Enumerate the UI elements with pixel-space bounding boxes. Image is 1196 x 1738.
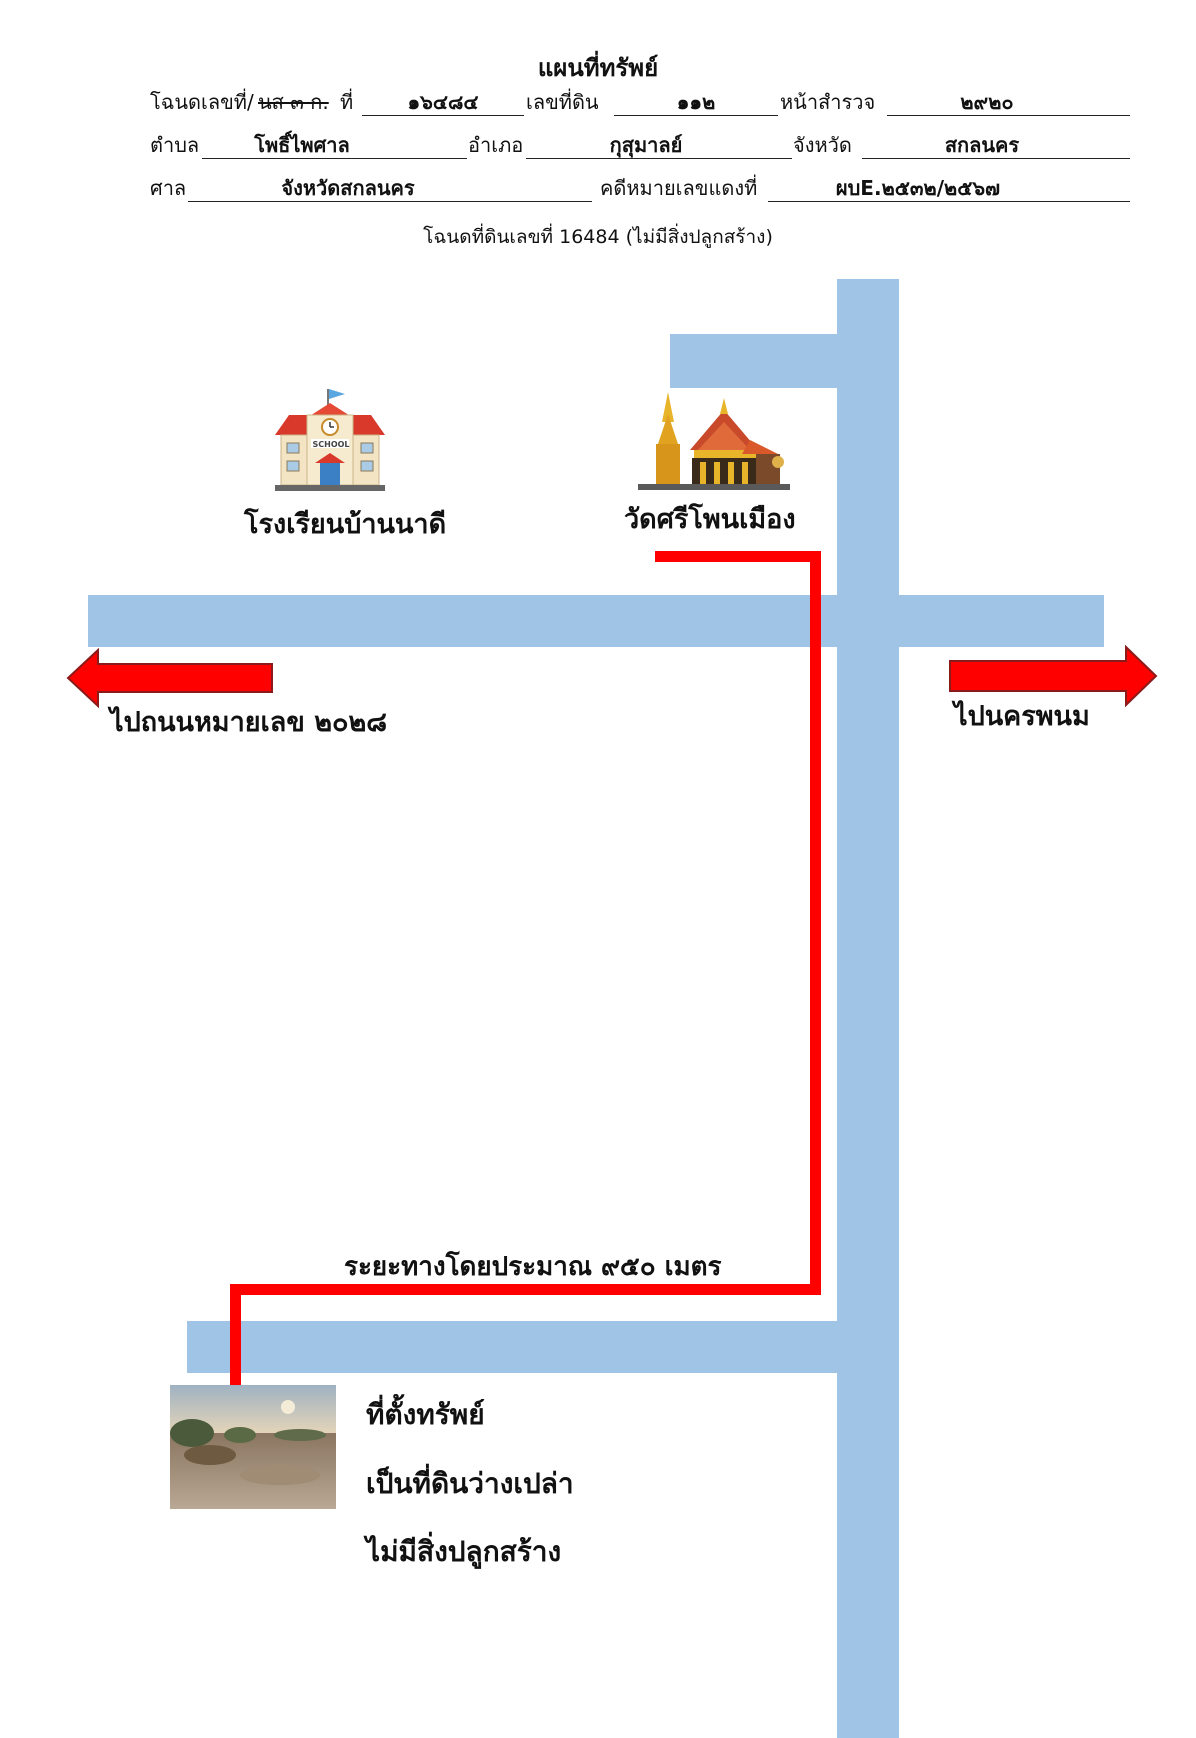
province-line	[862, 158, 1130, 159]
route-segment-vertical	[810, 551, 821, 1295]
school-sign: SCHOOL	[312, 440, 350, 449]
temple-icon	[638, 392, 790, 490]
road-site-branch	[187, 1321, 839, 1373]
road-temple-branch	[670, 334, 840, 388]
site-title: ที่ตั้งทรัพย์	[366, 1398, 485, 1431]
arrow-right-icon	[949, 645, 1158, 707]
province-label: จังหวัด	[793, 133, 852, 157]
deed-no-line	[362, 115, 524, 116]
province-value: สกลนคร	[944, 133, 1020, 157]
court-value: จังหวัดสกลนคร	[281, 176, 415, 200]
location-info-row: ตำบล โพธิ์ไพศาล อำเภอ กุสุมาลย์ จังหวัด …	[150, 125, 1130, 165]
road-main-horizontal	[88, 595, 1104, 647]
deed-no-value: ๑๖๔๘๔	[407, 90, 479, 114]
page-title: แผนที่ทรัพย์	[537, 54, 659, 82]
survey-label: หน้าสำรวจ	[780, 90, 876, 114]
site-description-2: ไม่มีสิ่งปลูกสร้าง	[366, 1535, 562, 1568]
subdistrict-value: โพธิ์ไพศาล	[254, 133, 350, 157]
no-label: ที่	[340, 90, 354, 114]
school-icon	[275, 389, 385, 491]
route-segment-top	[655, 551, 821, 562]
land-no-label: เลขที่ดิน	[526, 90, 599, 114]
deed-note: โฉนดที่ดินเลขที่ 16484 (ไม่มีสิ่งปลูกสร้…	[423, 226, 773, 248]
route-segment-down	[230, 1284, 241, 1394]
subdistrict-label: ตำบล	[150, 133, 200, 157]
subdistrict-line	[202, 158, 467, 159]
direction-left-label: ไปถนนหมายเลข ๒๐๒๘	[110, 707, 388, 738]
arrow-left-icon	[66, 648, 273, 708]
case-label: คดีหมายเลขแดงที่	[600, 176, 758, 200]
distance-label: ระยะทางโดยประมาณ ๙๕๐ เมตร	[344, 1252, 722, 1282]
direction-right-label: ไปนครพนม	[954, 701, 1090, 732]
survey-no-line	[887, 115, 1130, 116]
court-label: ศาล	[150, 176, 187, 200]
district-line	[526, 158, 792, 159]
deed-type-struck: นส ๓ ก.	[258, 90, 329, 114]
case-no-value: ผบE.๒๕๓๒/๒๕๖๗	[835, 176, 1001, 200]
case-no-line	[768, 201, 1130, 202]
land-no-value: ๑๑๒	[676, 90, 716, 114]
route-segment-horizontal	[230, 1284, 821, 1295]
school-label: โรงเรียนบ้านนาดี	[244, 509, 447, 540]
deed-info-row: โฉนดเลขที่/ นส ๓ ก. ที่ ๑๖๔๘๔ เลขที่ดิน …	[150, 82, 1130, 122]
road-main-vertical	[837, 279, 899, 1738]
district-value: กุสุมาลย์	[609, 133, 683, 157]
court-info-row: ศาล จังหวัดสกลนคร คดีหมายเลขแดงที่ ผบE.๒…	[150, 168, 1130, 208]
temple-label: วัดศรีโพนเมือง	[624, 504, 796, 535]
court-line	[188, 201, 592, 202]
deed-label: โฉนดเลขที่/	[150, 90, 254, 114]
land-no-line	[614, 115, 778, 116]
site-description-1: เป็นที่ดินว่างเปล่า	[366, 1467, 574, 1500]
survey-no-value: ๒๙๒๐	[960, 90, 1014, 114]
site-photo	[170, 1385, 336, 1509]
district-label: อำเภอ	[468, 133, 524, 157]
